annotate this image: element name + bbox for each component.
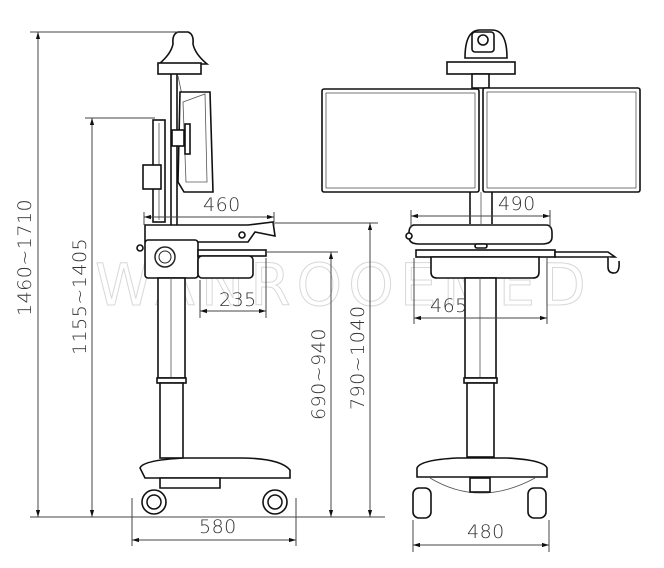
front-dimensions: 490 465 480 bbox=[410, 193, 551, 552]
front-view bbox=[321, 29, 641, 519]
dim-base-length: 580 bbox=[199, 516, 237, 538]
dim-work-surface-depth: 460 bbox=[203, 194, 241, 216]
side-dimensions: 1460~1710 1155~1405 460 235 690~940 790~… bbox=[14, 31, 385, 546]
dim-work-surface-width: 490 bbox=[498, 193, 536, 215]
dim-total-height: 1460~1710 bbox=[14, 199, 36, 316]
dim-keyboard-height: 690~940 bbox=[308, 328, 330, 420]
dim-work-surface-height: 790~1040 bbox=[347, 305, 369, 410]
dim-keyboard-tray-depth: 235 bbox=[219, 289, 257, 311]
side-view bbox=[136, 31, 291, 515]
dim-base-width: 480 bbox=[467, 521, 505, 543]
dim-keyboard-tray-width: 465 bbox=[430, 295, 468, 317]
dim-monitor-top-height: 1155~1405 bbox=[69, 238, 91, 355]
